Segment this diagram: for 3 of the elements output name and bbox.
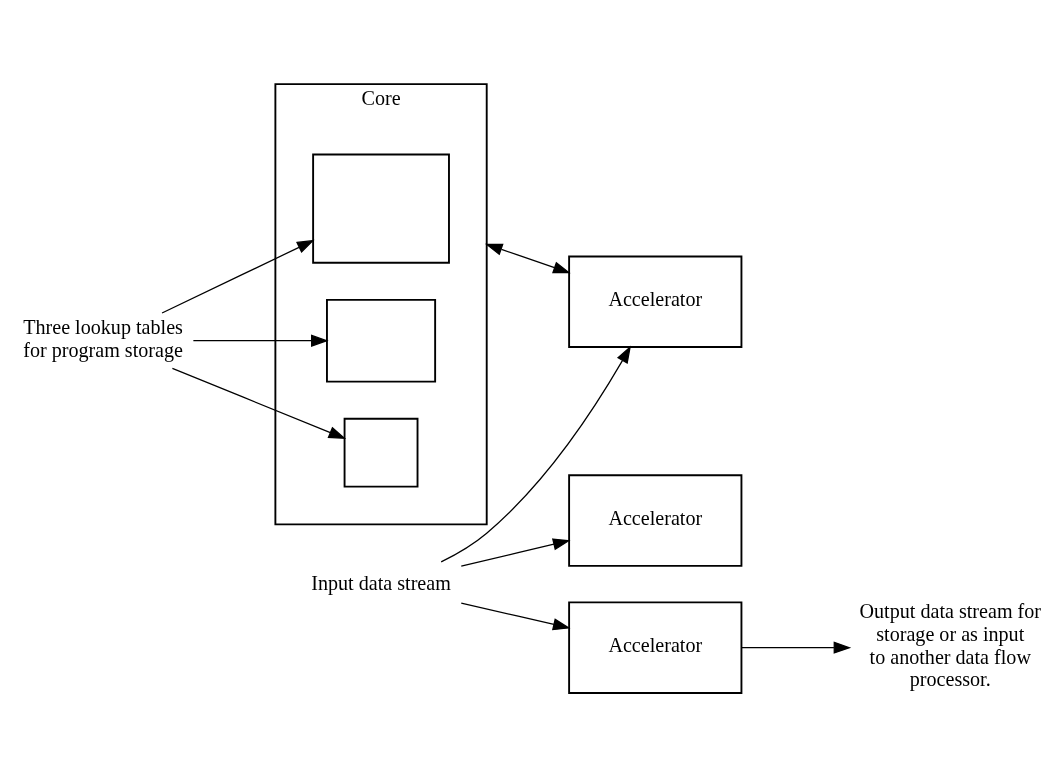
node-text: Output data stream for storage or as input to another data flow processor. bbox=[859, 599, 1042, 690]
node-text: Three lookup tables for program storage bbox=[23, 315, 183, 361]
node-text: Input data stream bbox=[311, 571, 451, 594]
